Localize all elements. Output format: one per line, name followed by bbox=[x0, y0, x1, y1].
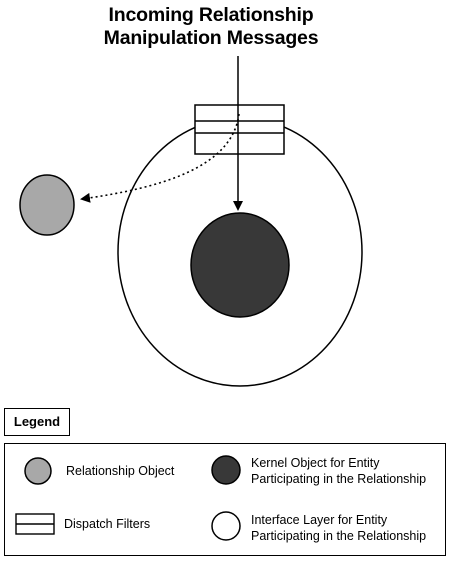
legend-kernel-object-label-line-1: Kernel Object for Entity bbox=[251, 456, 380, 470]
legend-relationship-object-icon bbox=[24, 457, 52, 485]
relationship-object-circle bbox=[19, 174, 75, 236]
legend-title-box: Legend bbox=[4, 408, 70, 436]
legend-kernel-object-label-line-2: Participating in the Relationship bbox=[251, 472, 427, 486]
legend-dispatch-filters-icon bbox=[15, 513, 55, 535]
dispatch-filters bbox=[194, 104, 285, 155]
legend-interface-layer-label: Interface Layer for Entity Participating… bbox=[251, 512, 426, 544]
diagram-title: Incoming Relationship Manipulation Messa… bbox=[0, 4, 422, 50]
legend-interface-layer-label-line-1: Interface Layer for Entity bbox=[251, 513, 388, 527]
legend-interface-layer-icon bbox=[211, 511, 241, 541]
title-line-1: Incoming Relationship bbox=[108, 4, 314, 26]
legend-title: Legend bbox=[13, 414, 61, 429]
legend-dispatch-filters-label: Dispatch Filters bbox=[64, 517, 151, 531]
legend-relationship-object-label: Relationship Object bbox=[66, 464, 175, 478]
dispatch-redirect-dotted-arrow bbox=[80, 113, 240, 203]
legend-box bbox=[4, 443, 446, 556]
legend-kernel-object-icon bbox=[211, 455, 241, 485]
legend-interface-layer-label-line-2: Participating in the Relationship bbox=[251, 529, 427, 543]
kernel-object-circle bbox=[190, 212, 290, 318]
legend-kernel-object-label: Kernel Object for Entity Participating i… bbox=[251, 455, 426, 487]
title-line-2: Manipulation Messages bbox=[103, 27, 319, 49]
